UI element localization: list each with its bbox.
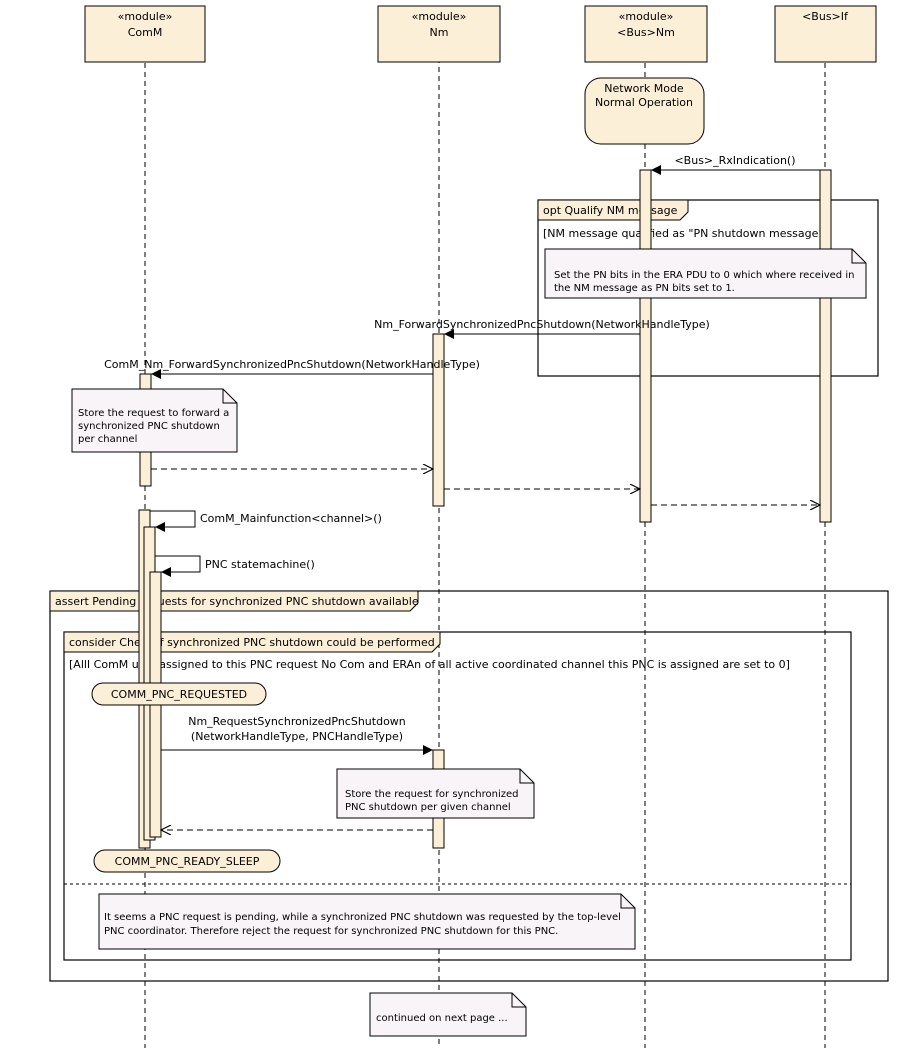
message-rx-indication: <Bus>_RxIndication() <box>651 154 820 175</box>
lifeline-box <box>84 5 206 63</box>
message-label: (NetworkHandleType, PNCHandleType) <box>191 730 403 743</box>
note-line: per channel <box>78 434 137 445</box>
note-line: PNC coordinator. Therefore reject the re… <box>104 926 558 937</box>
activation-nm <box>432 333 445 507</box>
state-network-mode: Network Mode Normal Operation <box>584 77 705 145</box>
note-line: Set the PN bits in the ERA PDU to 0 whic… <box>554 270 854 281</box>
fragment-guard: [AllI ComM user assigned to this PNC req… <box>69 658 790 671</box>
lifeline-comm: «module» ComM <box>84 5 206 63</box>
state-pnc-requested: COMM_PNC_REQUESTED <box>91 682 267 706</box>
state-label: COMM_PNC_REQUESTED <box>111 688 247 701</box>
fragment-label: assert Pending requests for synchronized… <box>55 595 419 608</box>
message-label: PNC statemachine() <box>205 558 315 571</box>
state-pnc-ready-sleep: COMM_PNC_READY_SLEEP <box>93 849 281 873</box>
message-pnc-statemachine: PNC statemachine() <box>155 555 315 577</box>
lifeline-box <box>774 5 877 63</box>
lifeline-stereotype: «module» <box>118 10 173 23</box>
message-label: Nm_ForwardSynchronizedPncShutdown(Networ… <box>374 318 710 331</box>
message-comm-forward: ComM_Nm_ForwardSynchronizedPncShutdown(N… <box>104 358 480 379</box>
note-continued: continued on next page ... <box>369 992 527 1037</box>
note-line: It seems a PNC request is pending, while… <box>104 912 621 923</box>
activation-bus-if <box>819 169 832 523</box>
lifeline-name: <Bus>Nm <box>617 26 675 39</box>
message-label: ComM_Nm_ForwardSynchronizedPncShutdown(N… <box>104 358 480 371</box>
note-line: the NM message as PN bits set to 1. <box>554 283 735 294</box>
note-line: Store the request for synchronized <box>345 789 519 800</box>
fragment-label: opt Qualify NM message <box>543 204 678 217</box>
activation-bus-nm <box>639 169 652 523</box>
note-line: PNC shutdown per given channel <box>345 802 511 813</box>
lifeline-bus-nm: «module» <Bus>Nm <box>584 5 708 63</box>
note-line: synchronized PNC shutdown <box>78 421 220 432</box>
lifeline-name: Nm <box>430 26 449 39</box>
state-label: COMM_PNC_READY_SLEEP <box>115 855 260 868</box>
lifeline-box <box>584 5 708 63</box>
state-line: Normal Operation <box>595 96 693 109</box>
message-label: ComM_Mainfunction<channel>() <box>200 512 382 525</box>
note-pending: It seems a PNC request is pending, while… <box>98 893 636 950</box>
lifeline-name: ComM <box>128 26 163 39</box>
lifeline-stereotype: «module» <box>412 10 467 23</box>
lifeline-nm: «module» Nm <box>377 5 501 63</box>
lifeline-name: <Bus>If <box>802 10 849 23</box>
lifeline-box <box>377 5 501 63</box>
note-line: Store the request to forward a <box>78 408 229 419</box>
fragment-guard: [NM message qualified as "PN shutdown me… <box>543 227 828 240</box>
message-nm-forward: Nm_ForwardSynchronizedPncShutdown(Networ… <box>374 318 710 339</box>
note-store-forward: Store the request to forward a synchroni… <box>71 388 238 453</box>
state-line: Network Mode <box>604 82 684 95</box>
note-line: continued on next page ... <box>376 1013 508 1024</box>
message-label: Nm_RequestSynchronizedPncShutdown <box>188 715 406 728</box>
message-label: <Bus>_RxIndication() <box>674 154 795 167</box>
fragment-label: consider Check if synchronized PNC shutd… <box>69 636 435 649</box>
lifeline-bus-if: <Bus>If <box>774 5 877 63</box>
message-mainfunction: ComM_Mainfunction<channel>() <box>150 510 382 532</box>
note-store-sync: Store the request for synchronized PNC s… <box>336 768 535 819</box>
note-set-pn-bits: Set the PN bits in the ERA PDU to 0 whic… <box>544 248 867 299</box>
message-nm-request: Nm_RequestSynchronizedPncShutdown (Netwo… <box>161 715 433 755</box>
lifeline-stereotype: «module» <box>619 10 674 23</box>
